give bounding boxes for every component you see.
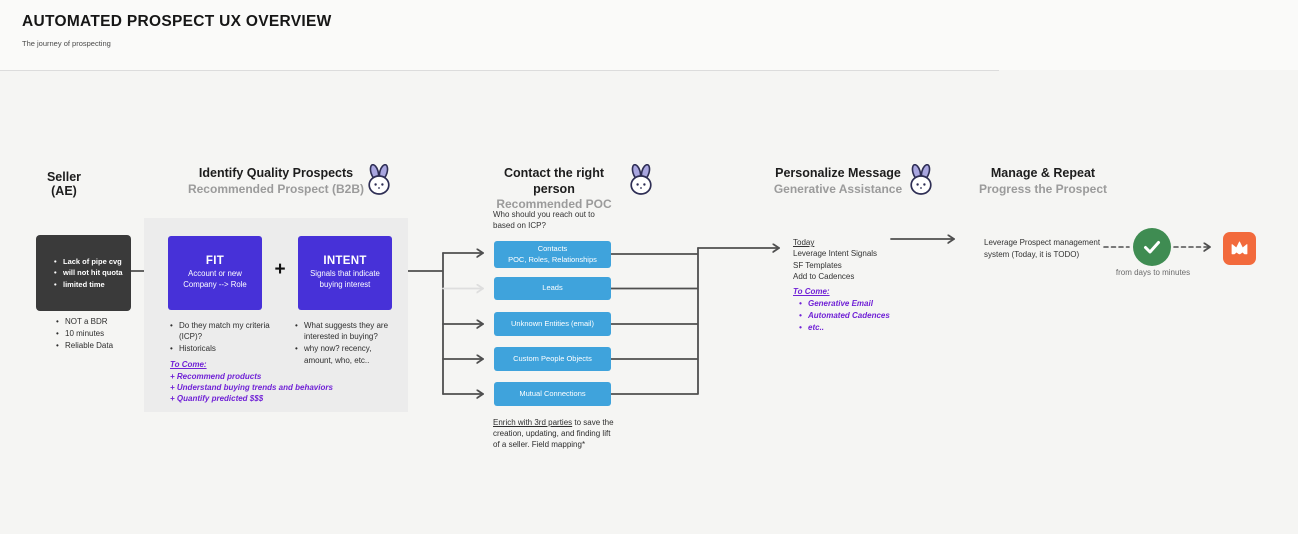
to-come-label: To Come:	[170, 360, 207, 369]
fit-node-desc: Account or new	[188, 269, 242, 279]
fit-notes-list: Do they match my criteria (ICP)? Histori…	[170, 320, 274, 356]
today-item: SF Templates	[793, 260, 842, 270]
page-subtitle: The journey of prospecting	[22, 39, 111, 48]
intent-node[interactable]: INTENT Signals that indicate buying inte…	[298, 236, 392, 310]
header-band	[0, 0, 1298, 70]
bunny-icon	[368, 164, 390, 195]
fit-note: Historicals	[170, 343, 274, 354]
identify-title: Identify Quality Prospects	[198, 166, 354, 180]
today-item: Add to Cadences	[793, 272, 855, 282]
bunny-icon	[910, 164, 932, 195]
success-check-badge[interactable]	[1133, 228, 1171, 266]
contact-column-header: Contact the right person Recommended POC	[484, 166, 624, 212]
header-divider	[0, 70, 999, 71]
source-custom-people-button[interactable]: Custom People Objects	[494, 347, 611, 371]
personalize-title: Personalize Message	[775, 166, 901, 180]
intent-node-desc: buying interest	[319, 280, 371, 289]
pain-point: will not hit quota	[54, 267, 123, 279]
source-unknown-entities-button[interactable]: Unknown Entities (email)	[494, 312, 611, 336]
footnote-text: to save the creation, updating, and find…	[493, 418, 614, 450]
fit-node-title: FIT	[205, 255, 225, 268]
source-label: Leads	[542, 283, 563, 293]
fit-node-desc: Company --> Role	[183, 280, 247, 289]
source-leads-button[interactable]: Leads	[494, 277, 611, 300]
to-come-label: To Come:	[793, 287, 830, 296]
seller-note: 10 minutes	[56, 328, 113, 340]
source-mutual-connections-button[interactable]: Mutual Connections	[494, 382, 611, 406]
to-come-item: etc..	[799, 322, 913, 334]
personalize-column-header: Personalize Message Generative Assistanc…	[770, 166, 906, 197]
contact-footnote: Enrich with 3rd parties to save the crea…	[493, 417, 617, 451]
personalize-to-come: To Come: Generative Email Automated Cade…	[793, 287, 913, 334]
seller-column-title: Seller (AE)	[46, 170, 82, 198]
identify-subtitle: Recommended Prospect (B2B)	[187, 181, 365, 196]
arrow-caption: from days to minutes	[1115, 268, 1191, 277]
manage-note: Leverage Prospect management system (Tod…	[984, 238, 1101, 259]
intent-node-title: INTENT	[323, 255, 367, 268]
goal-crown-badge[interactable]	[1223, 232, 1256, 265]
personalize-today-block: Today Leverage Intent Signals SF Templat…	[793, 238, 877, 283]
to-come-item: + Understand buying trends and behaviors	[170, 383, 333, 393]
intent-note: why now? recency, amount, who, etc..	[295, 343, 399, 365]
source-label: Contacts	[537, 244, 568, 253]
intent-notes-list: What suggests they are interested in buy…	[295, 320, 399, 367]
today-item: Leverage Intent Signals	[793, 249, 878, 258]
contact-title: Contact the right person	[504, 166, 604, 196]
fit-note: Do they match my criteria (ICP)?	[170, 320, 274, 342]
bunny-icon	[630, 164, 652, 195]
fit-node[interactable]: FIT Account or new Company --> Role	[168, 236, 262, 310]
to-come-item: Automated Cadences	[799, 310, 913, 322]
personalize-subtitle: Generative Assistance	[773, 181, 903, 196]
identify-to-come: To Come: + Recommend products + Understa…	[170, 360, 390, 405]
source-label: Custom People Objects	[513, 353, 592, 363]
intent-node-desc: Signals that indicate	[310, 269, 380, 279]
source-label: Mutual Connections	[519, 388, 586, 398]
source-contacts-button[interactable]: Contacts POC, Roles, Relationships	[494, 241, 611, 268]
seller-note: Reliable Data	[56, 340, 113, 352]
manage-title: Manage & Repeat	[990, 166, 1096, 180]
checkmark-icon	[1144, 241, 1160, 254]
manage-subtitle: Progress the Prospect	[978, 181, 1108, 196]
to-come-item: Generative Email	[799, 298, 913, 310]
plus-operator: +	[274, 259, 286, 280]
enrich-link-text: Enrich with 3rd parties	[493, 418, 573, 427]
to-come-item: + Recommend products	[170, 372, 262, 381]
to-come-item: + Quantify predicted $$$	[170, 394, 264, 404]
pain-point: limited time	[54, 279, 123, 291]
today-label: Today	[793, 238, 815, 247]
intent-note: What suggests they are interested in buy…	[295, 320, 399, 342]
seller-pain-box[interactable]: Lack of pipe cvg will not hit quota limi…	[36, 235, 131, 311]
contact-question: Who should you reach out to based on ICP…	[493, 210, 595, 231]
seller-pain-list: Lack of pipe cvg will not hit quota limi…	[54, 256, 123, 291]
pain-point: Lack of pipe cvg	[54, 256, 123, 268]
seller-notes-list: NOT a BDR 10 minutes Reliable Data	[56, 316, 113, 352]
source-label: Unknown Entities (email)	[511, 318, 594, 328]
manage-column-header: Manage & Repeat Progress the Prospect	[975, 166, 1111, 197]
identify-column-header: Identify Quality Prospects Recommended P…	[144, 166, 408, 197]
seller-note: NOT a BDR	[56, 316, 113, 328]
page-title: AUTOMATED PROSPECT UX OVERVIEW	[22, 13, 332, 30]
source-sublabel: POC, Roles, Relationships	[508, 254, 597, 264]
crown-icon	[1231, 241, 1248, 255]
contact-subtitle: Recommended POC	[496, 197, 612, 212]
